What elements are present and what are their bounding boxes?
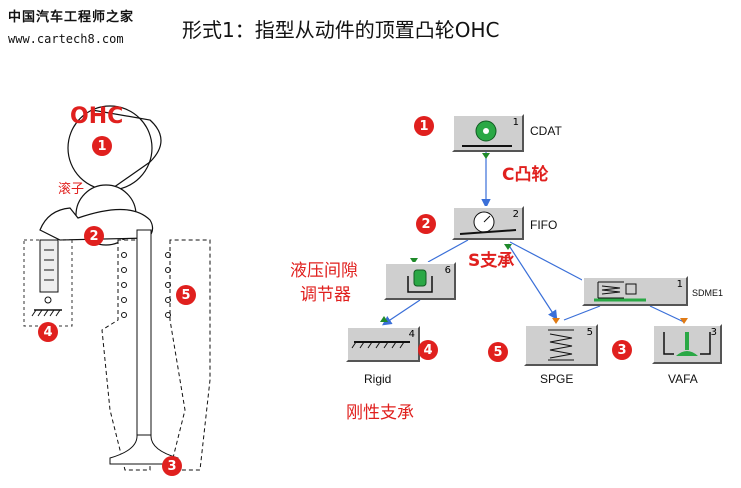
logo-text: 中国汽车工程师之家 xyxy=(8,10,135,25)
spring-damper-icon xyxy=(594,281,646,302)
badge-vafa: 3 xyxy=(612,340,632,360)
node-sdme[interactable]: 1 xyxy=(582,276,688,306)
valve-icon xyxy=(663,332,711,356)
node-spge-label: SPGE xyxy=(540,372,574,386)
node-fifo[interactable]: 2 xyxy=(452,206,524,240)
node-rigid[interactable]: 4 xyxy=(346,326,420,362)
spring-icon xyxy=(548,329,574,361)
node-fifo-label: FIFO xyxy=(530,218,558,232)
badge-spge: 5 xyxy=(488,342,508,362)
hla-annotation-line1: 液压间隙 xyxy=(290,261,358,281)
badge-cdat: 1 xyxy=(414,116,434,136)
node-cdat-label: CDAT xyxy=(530,124,562,138)
finger-follower xyxy=(39,207,154,241)
node-vafa[interactable]: 3 xyxy=(652,324,722,364)
node-spge[interactable]: 5 xyxy=(524,324,598,366)
finger-follower-icon xyxy=(459,211,517,235)
s-support-annotation: S支承 xyxy=(468,251,515,271)
cam-annotation: C凸轮 xyxy=(502,165,549,185)
page-title: 形式1：指型从动件的顶置凸轮OHC xyxy=(182,18,500,42)
badge-3-left: 3 xyxy=(162,456,182,476)
node-cdat[interactable]: 1 xyxy=(452,114,524,152)
node-hla[interactable]: 6 xyxy=(384,262,456,300)
hla-icon xyxy=(407,269,433,293)
hla-piston xyxy=(39,239,59,293)
hla-annotation-line2: 调节器 xyxy=(300,285,351,305)
valve-spring xyxy=(121,252,171,318)
rigid-support-annotation: 刚性支承 xyxy=(346,403,414,423)
cam-icon xyxy=(462,120,512,147)
logo-url: www.cartech8.com xyxy=(8,32,124,46)
node-vafa-label: VAFA xyxy=(668,372,698,386)
ohc-label: OHC xyxy=(70,104,124,129)
badge-fifo: 2 xyxy=(416,214,436,234)
ground-icon xyxy=(351,341,410,349)
node-sdme-label: SDME1 xyxy=(692,288,724,298)
valvetrain-drawing xyxy=(23,105,211,471)
badge-5-left: 5 xyxy=(176,285,196,305)
badge-4-left: 4 xyxy=(38,322,58,342)
badge-1-left: 1 xyxy=(92,136,112,156)
badge-rigid: 4 xyxy=(418,340,438,360)
badge-2-left: 2 xyxy=(84,226,104,246)
node-rigid-label: Rigid xyxy=(364,372,392,386)
roller-label: 滚子 xyxy=(58,182,85,197)
